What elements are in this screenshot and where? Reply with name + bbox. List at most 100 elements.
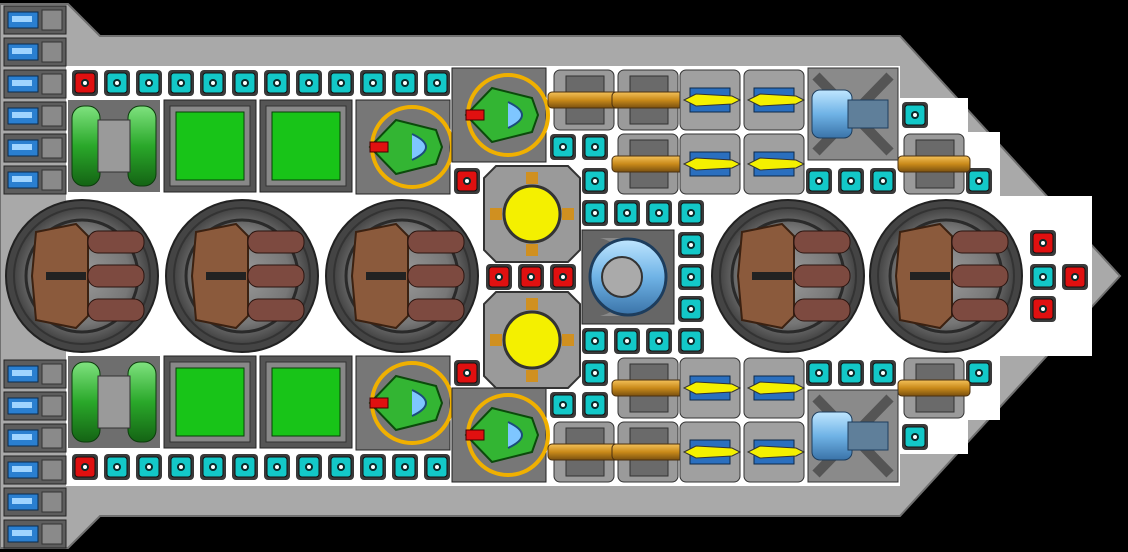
node-cyan-30 [582,134,608,160]
autocannon-0 [547,69,621,131]
node-cyan-17 [232,454,258,480]
engine-bottom-3 [3,455,67,485]
node-red-59 [1062,264,1088,290]
node-cyan-52 [838,360,864,386]
power-core-1 [483,291,581,389]
node-cyan-47 [806,168,832,194]
missile-launcher-6 [679,421,742,483]
engine-bottom-0 [3,359,67,389]
node-red-24 [454,168,480,194]
turret-3 [711,199,865,353]
node-cyan-9 [360,70,386,96]
turret-bank [5,199,1023,353]
missile-launcher-2 [679,133,742,195]
engine-top-2 [3,69,67,99]
engine-bank [3,5,67,549]
plasma-emitter-0 [807,67,899,161]
node-cyan-43 [582,360,608,386]
node-red-26 [518,264,544,290]
autocannon-4 [611,357,685,419]
missile-launcher-7 [743,421,806,483]
reactor-2 [163,355,257,449]
reactor-1 [259,99,353,193]
conduit-network [72,70,1088,480]
node-cyan-29 [550,134,576,160]
node-cyan-19 [296,454,322,480]
cockpit-2 [355,355,454,451]
node-cyan-14 [136,454,162,480]
node-red-27 [550,264,576,290]
node-cyan-44 [582,392,608,418]
node-cyan-20 [328,454,354,480]
engine-bottom-5 [3,519,67,549]
node-cyan-7 [296,70,322,96]
node-red-58 [1030,230,1056,256]
node-cyan-37 [678,264,704,290]
node-cyan-31 [582,168,608,194]
engine-top-4 [3,133,67,163]
node-cyan-3 [168,70,194,96]
autocannon-6 [547,421,621,483]
reactor-3 [259,355,353,449]
node-cyan-48 [838,168,864,194]
node-cyan-39 [582,328,608,354]
node-cyan-22 [392,454,418,480]
autocannon-5 [897,357,971,419]
node-cyan-23 [424,454,450,480]
node-cyan-16 [200,454,226,480]
cockpit-3 [451,387,550,483]
power-core-0 [483,165,581,263]
node-cyan-57 [1030,264,1056,290]
node-cyan-33 [614,200,640,226]
node-red-12 [72,454,98,480]
plasma-emitter-1 [807,389,899,483]
cockpit-bank [355,67,550,483]
turret-0 [5,199,159,353]
engine-bottom-4 [3,487,67,517]
node-cyan-42 [678,328,704,354]
node-cyan-41 [646,328,672,354]
autocannon-7 [611,421,685,483]
node-cyan-56 [902,424,928,450]
node-cyan-5 [232,70,258,96]
engine-top-3 [3,101,67,131]
turret-4 [869,199,1023,353]
autocannon-3 [897,133,971,195]
node-cyan-49 [870,168,896,194]
engine-top-0 [3,5,67,35]
node-cyan-32 [582,200,608,226]
missile-launcher-1 [743,69,806,131]
node-cyan-45 [550,392,576,418]
engine-top-5 [3,165,67,195]
node-cyan-13 [104,454,130,480]
node-cyan-36 [678,232,704,258]
weapon-bank [547,67,971,483]
misc-modules [68,100,675,448]
node-cyan-54 [966,360,992,386]
node-cyan-4 [200,70,226,96]
fuel-tank-top [68,100,160,192]
node-cyan-8 [328,70,354,96]
engine-bottom-2 [3,423,67,453]
turret-1 [165,199,319,353]
node-cyan-18 [264,454,290,480]
node-red-25 [486,264,512,290]
node-cyan-51 [806,360,832,386]
node-cyan-11 [424,70,450,96]
missile-launcher-3 [743,133,806,195]
node-cyan-21 [360,454,386,480]
node-red-28 [454,360,480,386]
missile-launcher-0 [679,69,742,131]
node-cyan-55 [902,102,928,128]
node-cyan-34 [646,200,672,226]
node-cyan-2 [136,70,162,96]
node-cyan-10 [392,70,418,96]
turret-2 [325,199,479,353]
node-cyan-6 [264,70,290,96]
autocannon-1 [611,69,685,131]
missile-launcher-5 [743,357,806,419]
engine-top-1 [3,37,67,67]
reactor-0 [163,99,257,193]
